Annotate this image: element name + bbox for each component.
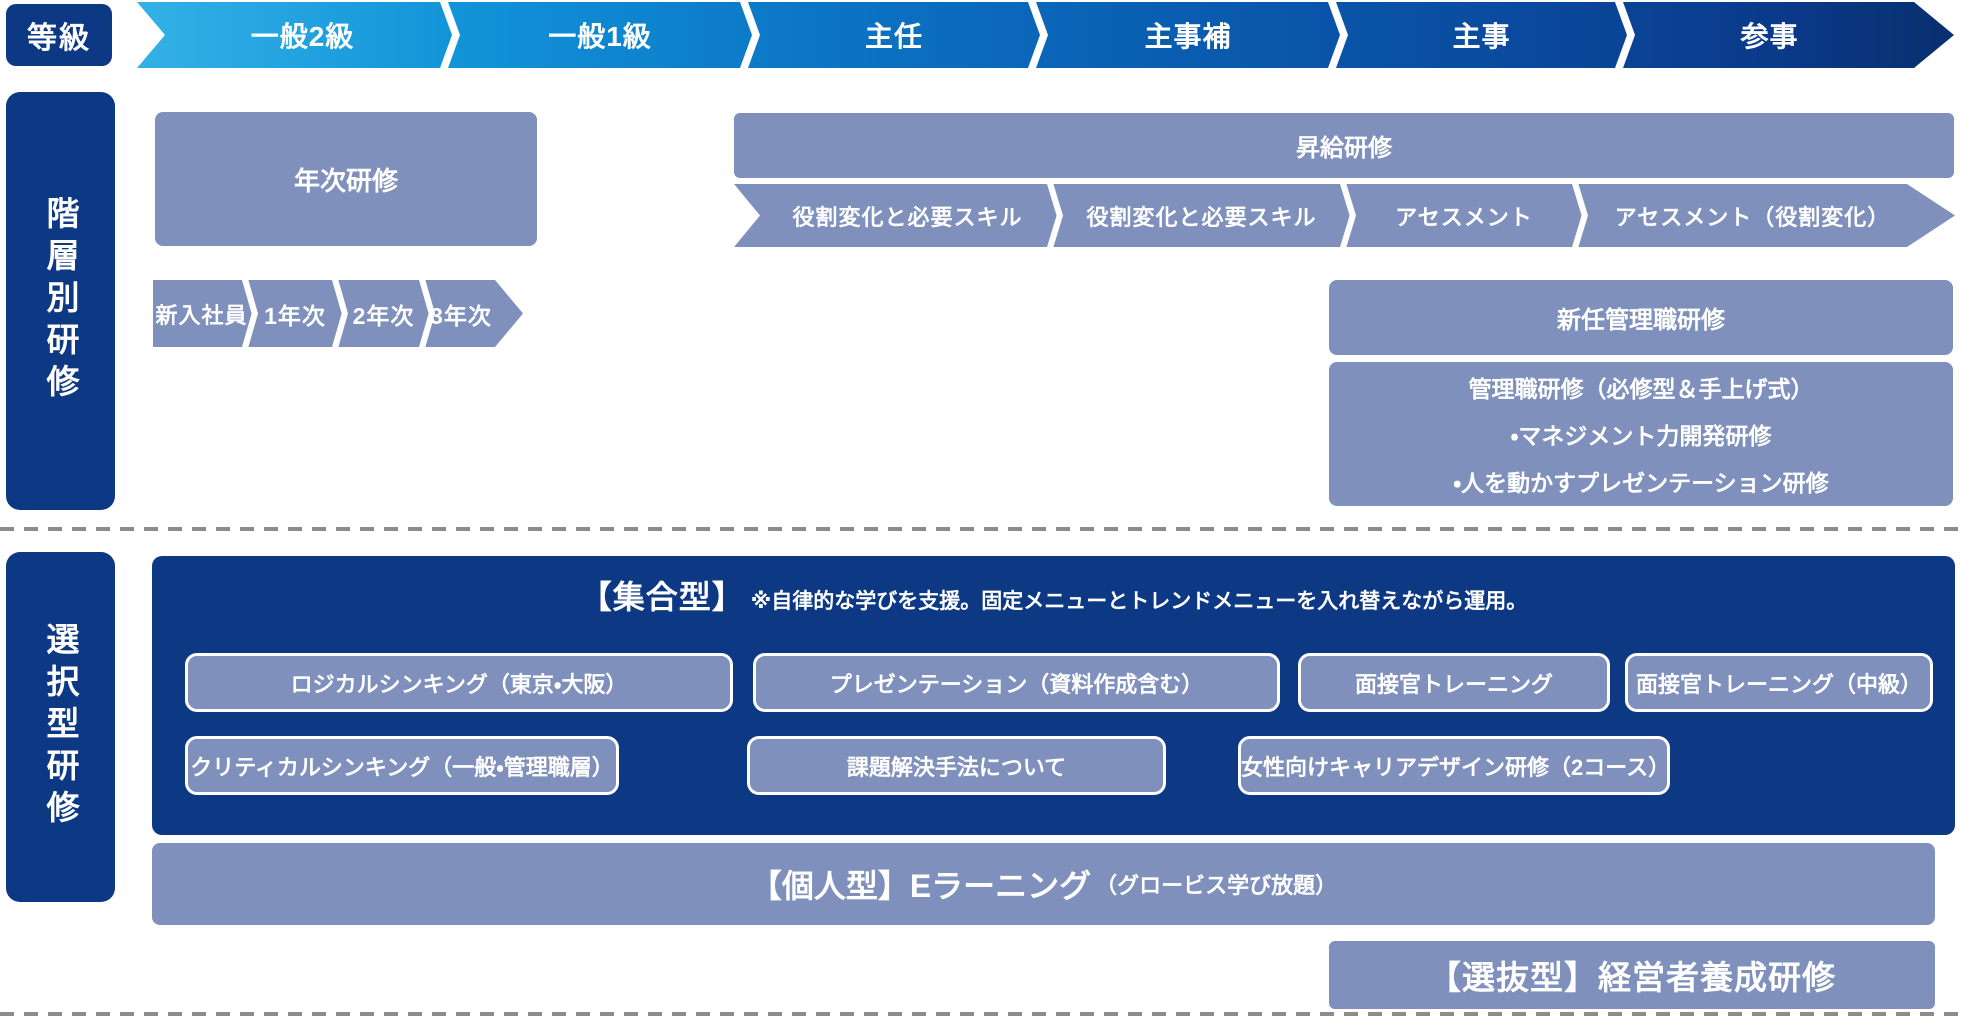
group-training-title: 【集合型】※自律的な学びを支援。固定メニューとトレンドメニューを入れ替えながら運…	[152, 572, 1955, 618]
selection-executive-training-box: 【選抜型】経営者養成研修	[1329, 941, 1935, 1009]
grade-chevron-band: 一般2級 一般1級 主任 主事補 主事 参事	[137, 2, 1954, 68]
course-box: 女性向けキャリアデザイン研修（2コース）	[1238, 736, 1670, 795]
section-label-text: 選択型研修	[42, 622, 79, 832]
manager-training-box: 管理職研修（必修型＆手上げ式） ・マネジメント力開発研修 ・人を動かすプレゼンテ…	[1329, 362, 1953, 506]
individual-elearning-band: 【個人型】Eラーニング（グロービス学び放題）	[152, 843, 1935, 925]
bottom-dashed-line	[0, 1012, 1961, 1016]
manager-training-item: ・人を動かすプレゼンテーション研修	[1453, 470, 1829, 496]
promotion-step-label: アセスメント	[1395, 204, 1533, 230]
grade-header-label: 等級	[6, 4, 112, 66]
individual-title: 【個人型】Eラーニング	[749, 868, 1092, 904]
promotion-step-label: 役割変化と必要スキル	[1086, 204, 1317, 230]
course-box: プレゼンテーション（資料作成含む）	[753, 653, 1280, 712]
grade-segment-label: 主任	[864, 21, 923, 52]
promotion-step-label: 役割変化と必要スキル	[792, 204, 1023, 230]
grade-segment-label: 一般2級	[250, 21, 355, 52]
promotion-training-band: 昇給研修	[734, 113, 1954, 178]
grade-segment-label: 主事補	[1144, 21, 1232, 52]
promotion-steps-chevron: 役割変化と必要スキル 役割変化と必要スキル アセスメント アセスメント（役割変化…	[734, 184, 1955, 247]
manager-training-item: ・マネジメント力開発研修	[1510, 423, 1772, 449]
group-training-panel: 【集合型】※自律的な学びを支援。固定メニューとトレンドメニューを入れ替えながら運…	[152, 556, 1955, 835]
section-label-text: 階層別研修	[42, 196, 79, 406]
individual-note: （グロービス学び放題）	[1095, 873, 1338, 898]
grade-segment-label: 参事	[1740, 21, 1799, 52]
section-label-selective: 選択型研修	[6, 552, 115, 902]
course-box: 面接官トレーニング（中級）	[1625, 653, 1933, 712]
grade-segment-label: 主事	[1452, 21, 1511, 52]
year-step-label: 新入社員	[155, 302, 248, 328]
new-manager-training-box: 新任管理職研修	[1329, 280, 1953, 355]
group-title-main: 【集合型】	[579, 579, 745, 615]
manager-training-title: 管理職研修（必修型＆手上げ式）	[1468, 376, 1814, 402]
grade-segment-label: 一般1級	[548, 21, 652, 52]
year-step-label: 1年次	[264, 302, 326, 329]
promotion-step-label: アセスメント（役割変化）	[1614, 204, 1891, 230]
year-step-label: 2年次	[352, 302, 415, 329]
course-box: 面接官トレーニング	[1298, 653, 1610, 712]
course-box: クリティカルシンキング（一般・管理職層）	[185, 736, 619, 795]
section-divider-dashed-line	[0, 527, 1961, 531]
course-box: ロジカルシンキング（東京・大阪）	[185, 653, 733, 712]
section-label-hierarchical: 階層別研修	[6, 92, 115, 510]
course-box: 課題解決手法について	[747, 736, 1166, 795]
year-step-label: 3年次	[430, 302, 492, 329]
annual-training-box: 年次研修	[155, 112, 537, 246]
year-steps-chevron: 新入社員 1年次 2年次 3年次	[153, 280, 523, 347]
group-title-note: ※自律的な学びを支援。固定メニューとトレンドメニューを入れ替えながら運用。	[750, 590, 1528, 613]
